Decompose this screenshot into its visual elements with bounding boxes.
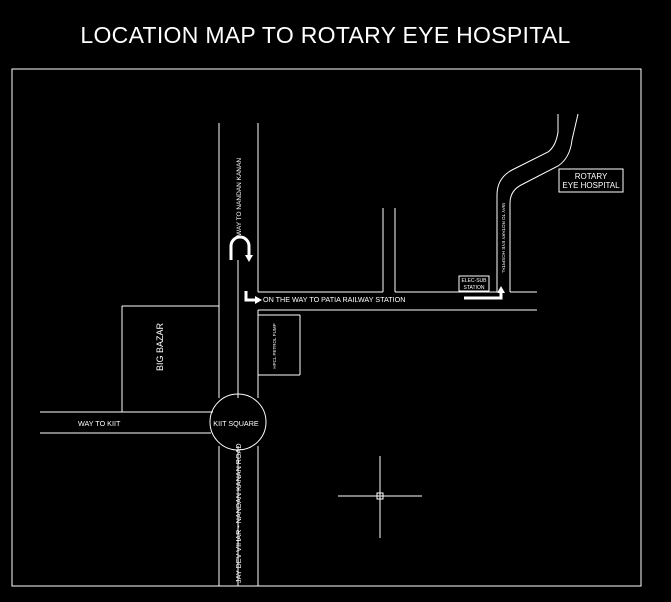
big-bazar-building xyxy=(121,305,219,412)
nandan-kanan-road xyxy=(218,123,259,586)
crosshair-cursor-icon xyxy=(338,456,422,538)
u-turn-arrowhead-icon xyxy=(245,255,253,262)
rotary-eye-hospital-label-2: EYE HOSPITAL xyxy=(562,181,620,190)
patia-railway-road xyxy=(258,208,537,311)
way-to-kiit-label: WAY TO KIIT xyxy=(78,419,121,428)
patia-railway-label: ON THE WAY TO PATIA RAILWAY STATION xyxy=(263,295,405,304)
turn-right-arrow-icon xyxy=(244,291,256,302)
kiit-square-label: KIIT SQUARE xyxy=(213,419,259,428)
hpcl-petrol-pump-building xyxy=(258,314,301,376)
map-title: LOCATION MAP TO ROTARY EYE HOSPITAL xyxy=(80,22,571,48)
turn-left-arrow-icon xyxy=(464,292,503,300)
jaydev-vihar-road-label: JAY DEV VIHAR - NANDAN KANAN ROAD xyxy=(234,443,243,583)
rotary-eye-hospital-box xyxy=(558,168,624,193)
way-to-kiit-road xyxy=(40,411,213,434)
hpcl-petrol-pump-label: HPCL PETROL PUMP xyxy=(272,323,277,368)
way-to-rotary-label: WAY TO ROTARY EYE HOSPITAL xyxy=(501,203,506,273)
turn-right-arrowhead-icon xyxy=(255,296,262,304)
elec-sub-station-label-1: ELEC-SUB xyxy=(461,278,487,284)
map-border xyxy=(11,68,642,587)
rotary-hospital-road xyxy=(496,113,579,292)
turn-left-arrowhead-icon xyxy=(497,286,505,293)
u-turn-arrow-icon xyxy=(229,235,251,260)
kiit-square-roundabout xyxy=(209,393,267,451)
elec-sub-station-label-2: STATION xyxy=(464,285,485,291)
big-bazar-label: BIG BAZAR xyxy=(155,322,165,371)
elec-sub-station-box xyxy=(458,275,490,292)
rotary-eye-hospital-label-1: ROTARY xyxy=(575,172,608,181)
way-to-nandan-kanan-label: WAY TO NANDAN KANAN xyxy=(236,158,243,236)
